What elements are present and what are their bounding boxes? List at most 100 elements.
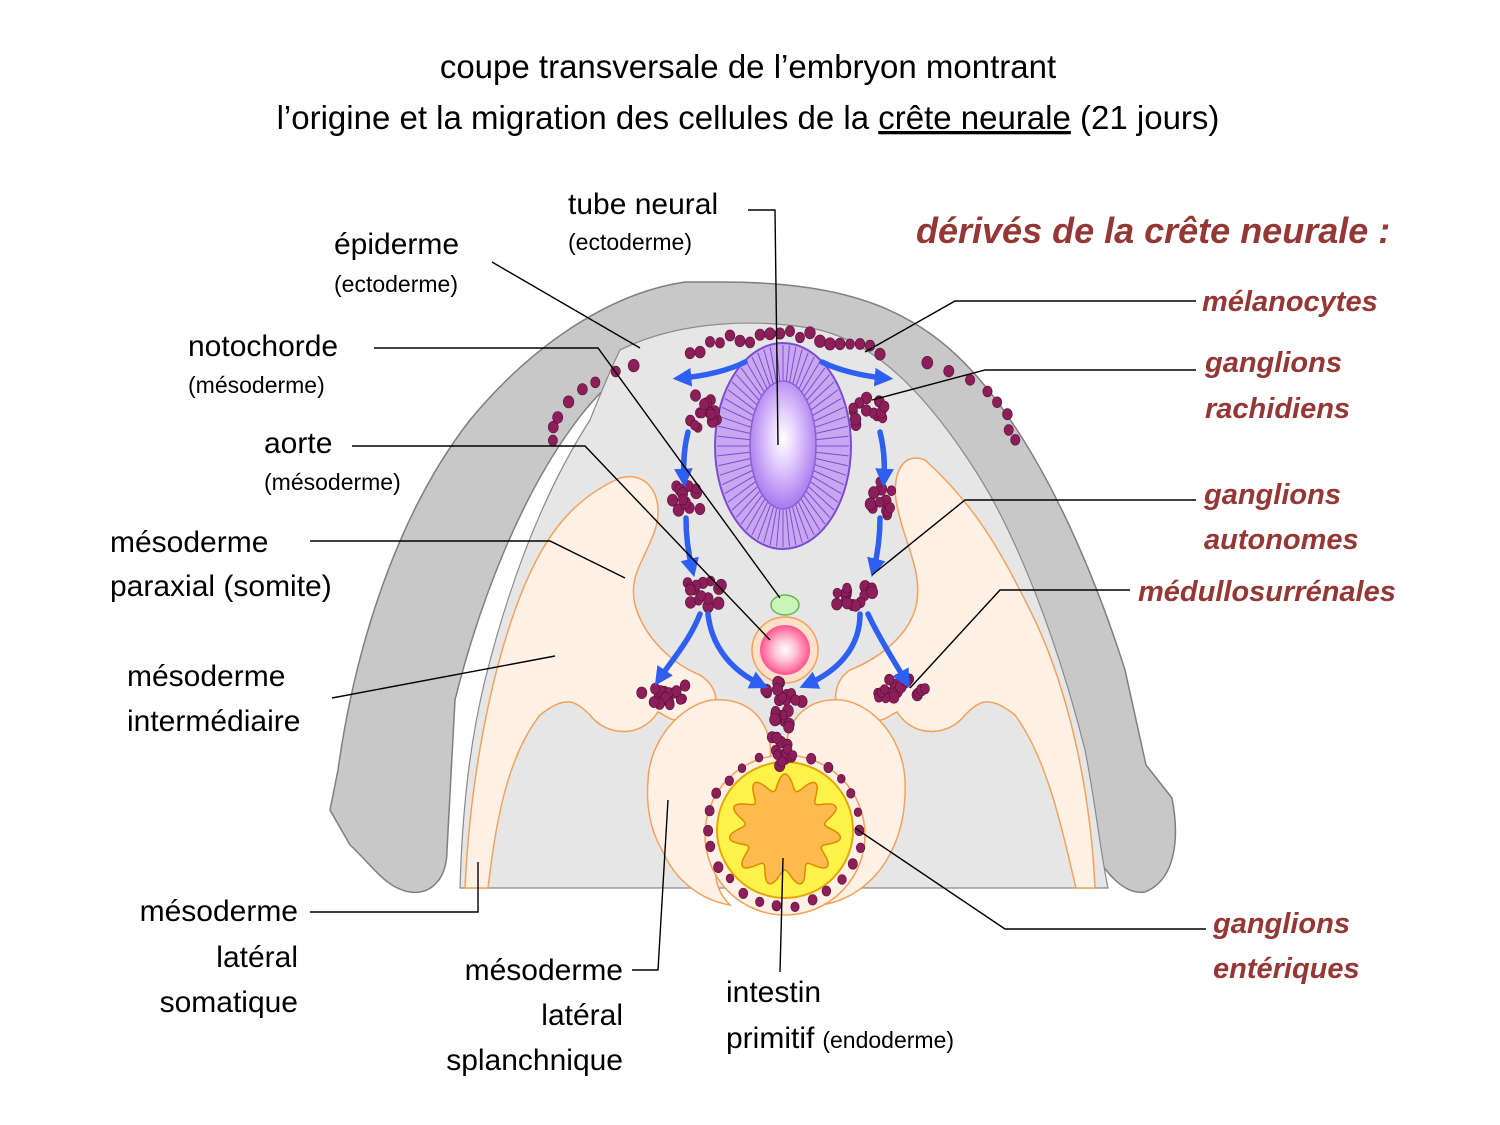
label-intermediaire-1: mésoderme bbox=[127, 660, 285, 693]
aorta-shape bbox=[751, 616, 819, 684]
crest-cell bbox=[562, 395, 575, 409]
crest-cell bbox=[754, 752, 764, 763]
label-epiderme-sub: (ectoderme) bbox=[334, 271, 458, 297]
crest-cell bbox=[648, 696, 660, 708]
crest-cell bbox=[690, 389, 701, 402]
neural-tube-cell-line bbox=[719, 464, 752, 476]
crest-cell bbox=[783, 743, 793, 755]
crest-cell bbox=[832, 587, 842, 599]
anatomical-labels: tube neural (ectoderme) épiderme (ectode… bbox=[110, 188, 954, 1077]
leader-intestin bbox=[779, 857, 784, 973]
crest-cell bbox=[677, 494, 688, 506]
arrow-left-3b bbox=[705, 611, 769, 689]
leader-paraxial bbox=[310, 540, 626, 579]
neural-tube-cell-line bbox=[717, 435, 751, 441]
leader-aorte bbox=[352, 445, 771, 641]
neural-tube-cell-line bbox=[813, 470, 845, 486]
crest-cell bbox=[879, 400, 890, 413]
derivative-rachidiens-2: rachidiens bbox=[1205, 393, 1350, 425]
neural-tube-cell-line bbox=[724, 475, 755, 495]
crest-cell bbox=[769, 712, 781, 727]
neural-tube-cell-line bbox=[805, 490, 831, 518]
derivative-medullo: médullosurrénales bbox=[1138, 576, 1396, 608]
label-notochorde: notochorde bbox=[188, 330, 338, 363]
leader-somatique bbox=[310, 862, 479, 913]
crest-cell bbox=[771, 731, 782, 744]
crest-cell bbox=[694, 502, 706, 515]
neural-tube bbox=[714, 342, 852, 550]
crest-cell bbox=[706, 408, 716, 420]
crest-cell bbox=[992, 396, 1003, 408]
title-line-2: l’origine et la migration des cellules d… bbox=[277, 99, 1220, 136]
arrow-right-3b bbox=[865, 611, 910, 689]
label-splanchnique-1: mésoderme bbox=[465, 954, 623, 987]
crest-cell bbox=[823, 761, 834, 773]
crest-cell bbox=[684, 347, 696, 360]
neural-tube-cell-line bbox=[757, 352, 771, 388]
crest-cell bbox=[760, 683, 773, 698]
arrow-left-1 bbox=[674, 429, 693, 488]
neural-tube-cell-line bbox=[735, 374, 761, 402]
notochord-shape bbox=[770, 594, 800, 616]
crest-cell bbox=[685, 596, 697, 609]
neural-tube-cell-line bbox=[811, 397, 842, 417]
crest-cell bbox=[943, 365, 955, 378]
crest-cell bbox=[771, 683, 783, 696]
crest-cell bbox=[664, 699, 675, 711]
leader-rachidiens bbox=[871, 369, 1196, 401]
neural-tube-cell-line bbox=[803, 495, 826, 525]
neural-tube-cell-line bbox=[815, 451, 849, 457]
neural-tube-cell-line bbox=[810, 389, 839, 411]
crest-cell bbox=[842, 582, 852, 594]
crest-cell bbox=[837, 773, 846, 784]
crest-cell bbox=[790, 694, 801, 706]
neural-tube-cell-line bbox=[800, 498, 821, 531]
neural-tube-cell-line bbox=[814, 416, 847, 428]
crest-cell bbox=[696, 590, 706, 601]
label-somatique-3: somatique bbox=[160, 986, 298, 1019]
derivative-enteriques-1: ganglions bbox=[1212, 908, 1350, 940]
crest-cell bbox=[704, 336, 715, 348]
neural-tube-cell-line bbox=[803, 367, 826, 397]
crest-cell bbox=[703, 824, 714, 837]
crest-cell bbox=[547, 421, 559, 434]
crest-cell bbox=[667, 493, 679, 507]
neural-tube-cell-line bbox=[724, 397, 755, 417]
neural-tube-cell-line bbox=[731, 381, 758, 406]
crest-cell bbox=[724, 775, 734, 786]
neural-tube-cell-line bbox=[810, 481, 839, 503]
neural-tube-cell-line bbox=[785, 509, 790, 547]
leader-notochorde bbox=[374, 347, 781, 599]
crest-cell bbox=[590, 376, 601, 388]
neural-tube-cell-line bbox=[808, 381, 835, 406]
crest-cell bbox=[724, 329, 736, 342]
crest-cell bbox=[784, 325, 795, 337]
gut-lumen bbox=[728, 773, 842, 885]
crest-cell bbox=[712, 596, 725, 610]
label-paraxial-1: mésoderme bbox=[110, 526, 268, 559]
crest-cell bbox=[875, 496, 885, 508]
label-notochorde-sub: (mésoderme) bbox=[188, 372, 325, 398]
crest-cell bbox=[804, 326, 816, 340]
neural-tube-cell-line bbox=[717, 451, 751, 457]
label-tube-neural-sub: (ectoderme) bbox=[568, 229, 692, 255]
derivative-enteriques-2: entériques bbox=[1213, 953, 1360, 985]
derivative-autonomes-2: autonomes bbox=[1204, 524, 1359, 556]
label-intestin-1: intestin bbox=[726, 976, 821, 1009]
arrow-right-3a bbox=[799, 611, 863, 689]
crest-cell bbox=[713, 861, 724, 874]
crest-cell bbox=[627, 359, 640, 373]
crest-cell bbox=[874, 347, 886, 361]
neural-tube-cell-line bbox=[811, 475, 842, 495]
crest-cell bbox=[841, 596, 853, 610]
neural-tube-cell-line bbox=[785, 345, 790, 383]
crest-cell bbox=[920, 683, 930, 695]
label-intestin-2: primitif(endoderme) bbox=[726, 1022, 954, 1055]
label-splanchnique-3: splanchnique bbox=[446, 1044, 623, 1077]
neural-tube-cell-line bbox=[769, 508, 778, 546]
neural-tube-cell-line bbox=[740, 367, 763, 397]
label-intermediaire-2: intermédiaire bbox=[127, 705, 300, 738]
crest-cell bbox=[845, 338, 855, 350]
crest-cell bbox=[679, 679, 691, 692]
